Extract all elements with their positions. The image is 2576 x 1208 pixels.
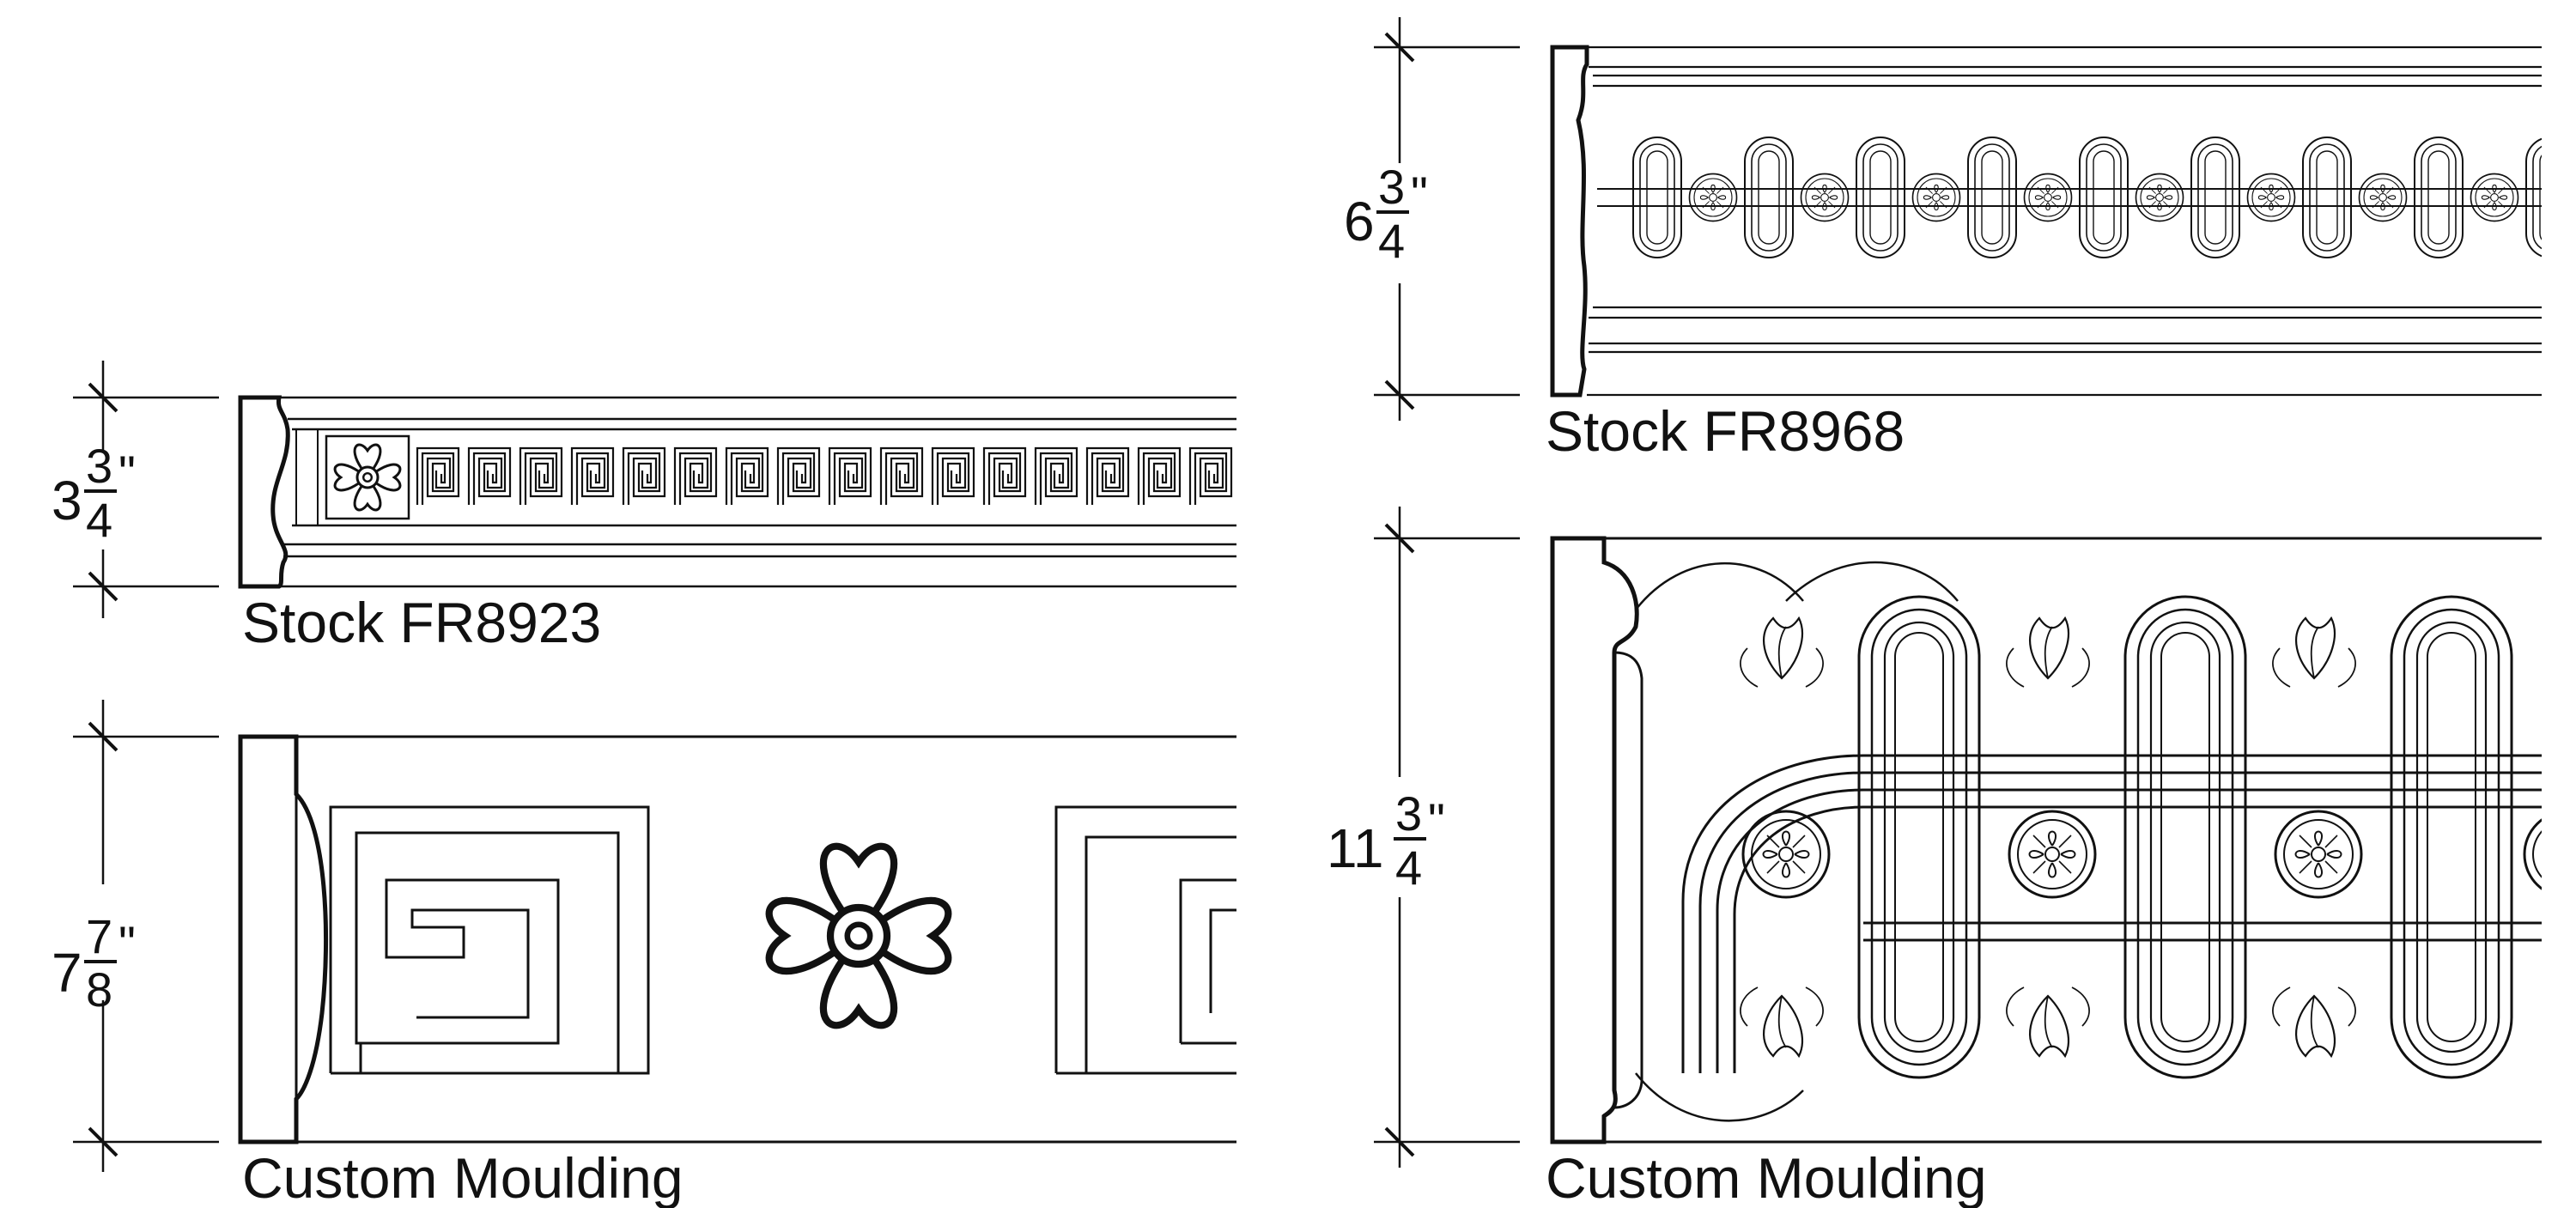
- moulding-caption: Custom Moulding: [242, 1146, 683, 1208]
- dimension-whole: 6: [1344, 191, 1375, 252]
- dimension-numerator: 7: [86, 909, 112, 963]
- moulding-custom-guilloche: 11 3 4 " Custom Moulding: [1327, 507, 2576, 1208]
- dimension-unit: ": [1411, 167, 1428, 221]
- dimension-whole: 3: [52, 470, 82, 531]
- dimension-unit: ": [118, 916, 136, 970]
- dimension-whole: 7: [52, 942, 82, 1004]
- dimension-line: [1374, 17, 1520, 421]
- dimension-unit: ": [1428, 793, 1445, 847]
- dimension-line: [1374, 507, 1520, 1168]
- moulding-caption: Custom Moulding: [1546, 1146, 1987, 1208]
- dimension-denominator: 4: [1378, 214, 1405, 268]
- dimension-denominator: 4: [86, 493, 112, 547]
- dimension-denominator: 8: [86, 962, 112, 1017]
- dimension-line: [73, 700, 219, 1172]
- dimension-denominator: 4: [1395, 841, 1422, 895]
- moulding-caption: Stock FR8923: [242, 591, 601, 654]
- dimension-whole: 11: [1327, 817, 1383, 879]
- dimension-unit: ": [118, 446, 136, 500]
- dimension-numerator: 3: [1378, 160, 1405, 214]
- dimension-numerator: 3: [1395, 786, 1422, 841]
- moulding-caption: Stock FR8968: [1546, 399, 1905, 463]
- dimension-numerator: 3: [86, 439, 112, 493]
- moulding-stock-fr8968: 6 3 4 " Stock FR8968: [1344, 17, 2576, 463]
- moulding-custom-greek-key: 7 7 8 " Custom Moulding: [52, 700, 1262, 1208]
- dimension-line: [73, 361, 219, 618]
- moulding-stock-fr8923: 3 3 4 " Stock FR8923: [52, 361, 1262, 654]
